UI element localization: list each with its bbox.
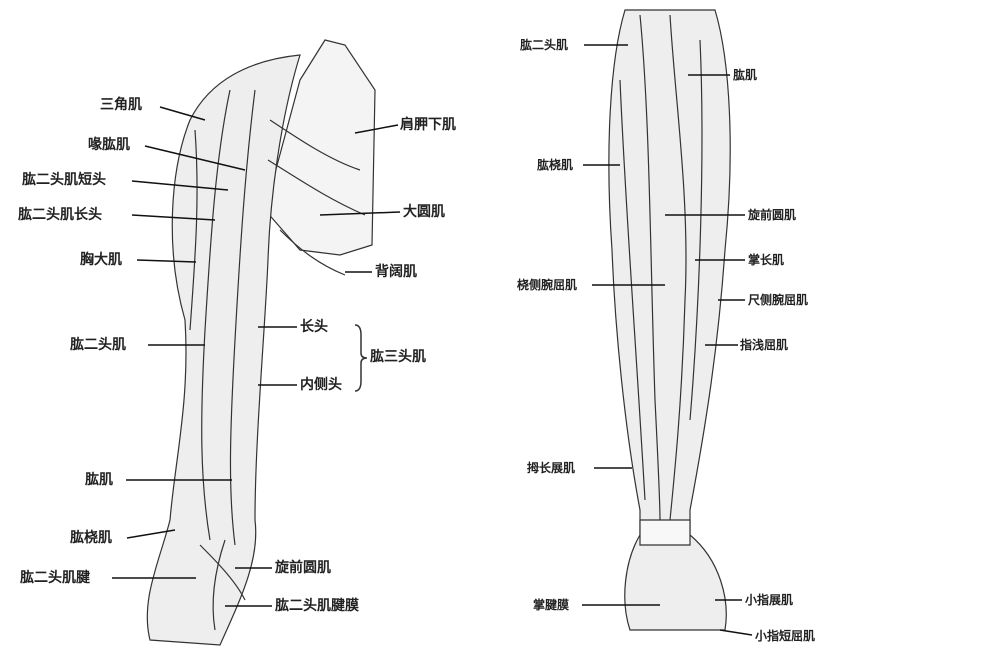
label-forearm-brachialis: 肱肌 bbox=[733, 68, 758, 82]
label-pectoralis-major: 胸大肌 bbox=[80, 252, 122, 268]
label-flexor-carpi-ulnaris: 尺侧腕屈肌 bbox=[748, 293, 809, 307]
label-triceps-brachii: 肱三头肌 bbox=[370, 349, 426, 365]
label-brachioradialis: 肱桡肌 bbox=[70, 530, 112, 546]
label-palmaris-longus: 掌长肌 bbox=[748, 253, 785, 267]
label-abductor-pollicis-longus: 拇长展肌 bbox=[527, 461, 576, 475]
label-coracobrachialis: 喙肱肌 bbox=[88, 137, 130, 153]
triceps-brace bbox=[354, 324, 368, 392]
label-medial-head: 内侧头 bbox=[300, 377, 342, 393]
label-palmar-aponeurosis: 掌腱膜 bbox=[533, 598, 570, 612]
label-flexor-carpi-radialis: 桡侧腕屈肌 bbox=[517, 278, 578, 292]
label-abductor-digiti-minimi: 小指展肌 bbox=[745, 593, 794, 607]
label-latissimus-dorsi: 背阔肌 bbox=[375, 264, 417, 280]
label-flexor-digiti-minimi-brevis: 小指短屈肌 bbox=[755, 629, 816, 643]
label-pronator-teres: 旋前圆肌 bbox=[275, 560, 331, 576]
leader-lines bbox=[112, 44, 753, 636]
label-deltoid: 三角肌 bbox=[100, 97, 142, 113]
label-bicipital-aponeurosis: 肱二头肌腱膜 bbox=[275, 598, 359, 614]
label-biceps-tendon: 肱二头肌腱 bbox=[20, 570, 90, 586]
label-forearm-biceps: 肱二头肌 bbox=[520, 38, 569, 52]
label-teres-major: 大圆肌 bbox=[403, 204, 445, 220]
label-subscapularis: 肩胛下肌 bbox=[400, 117, 456, 133]
label-long-head: 长头 bbox=[300, 319, 328, 335]
upper-arm-drawing bbox=[146, 39, 376, 646]
label-biceps-brachii: 肱二头肌 bbox=[70, 337, 126, 353]
label-brachialis: 肱肌 bbox=[85, 472, 113, 488]
label-biceps-short-head: 肱二头肌短头 bbox=[22, 172, 106, 188]
label-flexor-digitorum-superficialis: 指浅屈肌 bbox=[740, 338, 789, 352]
forearm-drawing bbox=[608, 9, 731, 631]
label-forearm-brachioradialis: 肱桡肌 bbox=[537, 158, 574, 172]
label-forearm-pronator-teres: 旋前圆肌 bbox=[748, 208, 797, 222]
label-biceps-long-head: 肱二头肌长头 bbox=[18, 207, 102, 223]
